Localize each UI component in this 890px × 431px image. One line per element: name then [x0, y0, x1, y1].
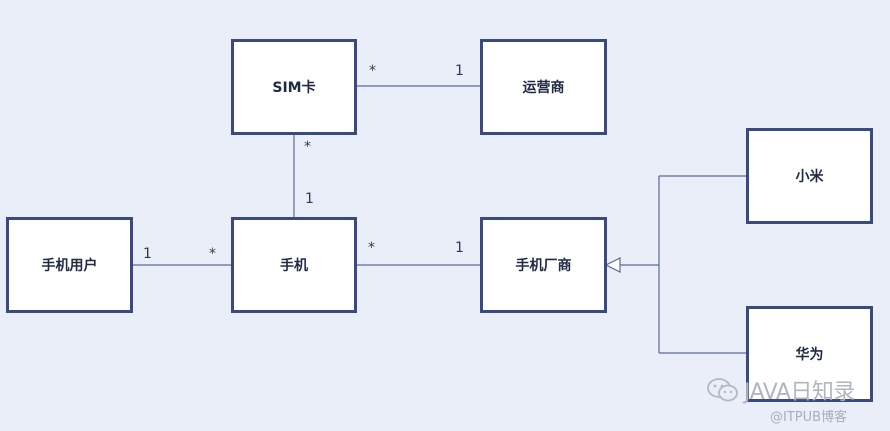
box-carrier-label: 运营商 — [522, 80, 565, 96]
mult-sim-carrier-near-carrier: 1 — [455, 63, 464, 79]
box-manufacturer-label: 手机厂商 — [515, 258, 572, 274]
inheritance-arrow-icon — [604, 257, 621, 273]
box-manufacturer[interactable]: 手机厂商 — [480, 217, 607, 313]
box-huawei[interactable]: 华为 — [746, 306, 873, 402]
mult-user-phone-near-phone: * — [209, 246, 216, 262]
box-phone-label: 手机 — [280, 258, 308, 274]
box-xiaomi-label: 小米 — [795, 169, 824, 185]
wechat-icon — [707, 378, 738, 402]
mult-user-phone-near-user: 1 — [143, 246, 152, 262]
box-huawei-label: 华为 — [795, 347, 824, 363]
mult-sim-carrier-near-sim: * — [369, 63, 376, 79]
box-phone-user[interactable]: 手机用户 — [6, 217, 133, 313]
box-xiaomi[interactable]: 小米 — [746, 128, 873, 224]
mult-phone-mfr-near-phone: * — [368, 240, 375, 256]
box-carrier[interactable]: 运营商 — [480, 39, 607, 135]
mult-sim-phone-near-sim: * — [304, 139, 311, 155]
watermark-title: JAVA日知录 — [744, 380, 855, 405]
mult-phone-mfr-near-mfr: 1 — [455, 240, 464, 256]
box-phone[interactable]: 手机 — [231, 217, 357, 313]
box-phone-user-label: 手机用户 — [41, 258, 98, 274]
mult-sim-phone-near-phone: 1 — [305, 191, 314, 207]
watermark: JAVA日知录 — [706, 374, 855, 406]
box-sim-card-label: SIM卡 — [272, 80, 316, 96]
watermark-subtitle: @ITPUB博客 — [770, 410, 848, 425]
box-sim-card[interactable]: SIM卡 — [231, 39, 357, 135]
